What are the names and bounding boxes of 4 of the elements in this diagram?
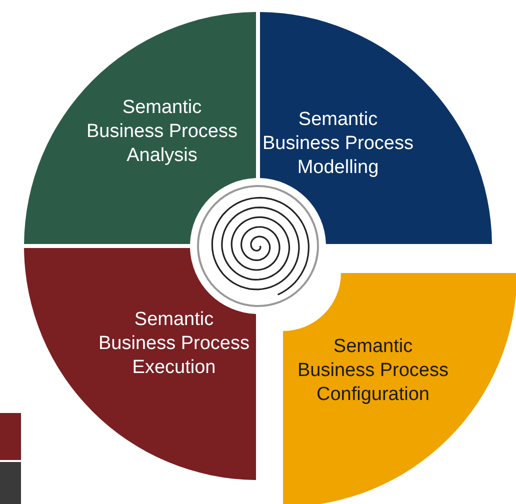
segment-title: Semantic Business Process Configuration [296, 335, 450, 407]
segment-title: Semantic Business Process Execution [97, 308, 250, 380]
segment-title: Semantic Business Process Modelling [261, 108, 414, 180]
segment-title: Semantic Business Process Analysis [85, 96, 238, 168]
